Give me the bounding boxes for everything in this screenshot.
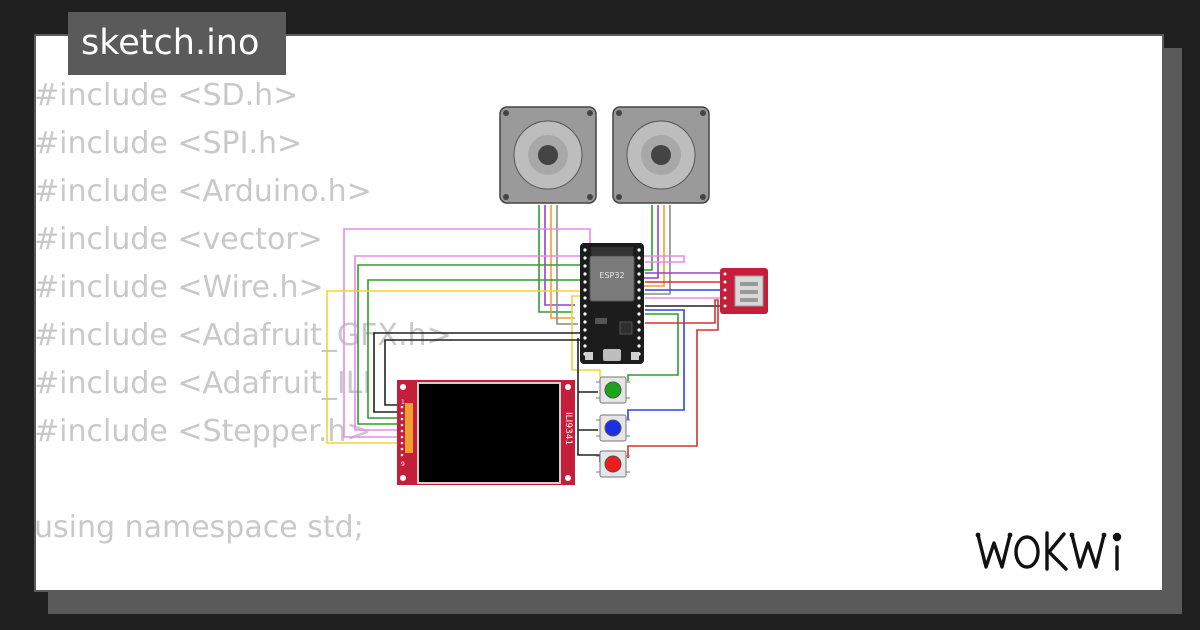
wire	[354, 255, 685, 431]
wire	[544, 205, 575, 306]
display-label: ILI9341	[563, 412, 573, 445]
code-line: #include <Stepper.h>	[34, 414, 372, 449]
stepper-motor-1	[499, 106, 597, 204]
ili9341-display: 1 9 ILI9341	[397, 380, 575, 485]
display-pin-last-label: 9	[401, 461, 405, 468]
display-pin-first-label: 1	[401, 399, 405, 406]
blue-pushbutton	[596, 414, 630, 442]
wire	[550, 205, 575, 319]
code-line: #include <vector>	[34, 222, 323, 257]
code-line: #include <Arduino.h>	[34, 174, 372, 209]
wire	[640, 205, 665, 287]
wire	[640, 205, 659, 279]
wokwi-logo	[975, 531, 1122, 571]
wire	[571, 295, 601, 377]
esp32-label: ESP32	[599, 271, 624, 280]
wire	[556, 205, 578, 325]
wires	[326, 205, 720, 462]
sd-card-module	[720, 268, 768, 314]
code-line: #include <Adafruit_ILI	[34, 366, 372, 401]
code-line: #include <SD.h>	[34, 78, 299, 113]
code-preview: #include <SD.h> #include <SPI.h> #includ…	[34, 72, 452, 552]
file-tab[interactable]: sketch.ino	[68, 12, 286, 75]
wire	[357, 264, 582, 425]
code-line: #include <SPI.h>	[34, 126, 303, 161]
wire	[538, 205, 573, 313]
esp32-board: ESP32	[580, 243, 644, 364]
wire	[627, 309, 685, 420]
green-pushbutton	[596, 376, 630, 404]
wire	[326, 290, 582, 444]
stepper-motor-2	[612, 106, 710, 204]
wire	[640, 205, 671, 295]
code-line: #include <Wire.h>	[34, 270, 324, 305]
code-line: #include <Adafruit_GFX.h>	[34, 318, 452, 353]
wire	[373, 332, 582, 413]
code-line: using namespace std;	[34, 510, 364, 545]
wire	[627, 299, 719, 458]
wire	[627, 313, 679, 381]
file-tab-label: sketch.ino	[81, 23, 260, 63]
red-pushbutton	[596, 450, 630, 478]
wire	[367, 279, 582, 419]
wire	[343, 228, 591, 438]
